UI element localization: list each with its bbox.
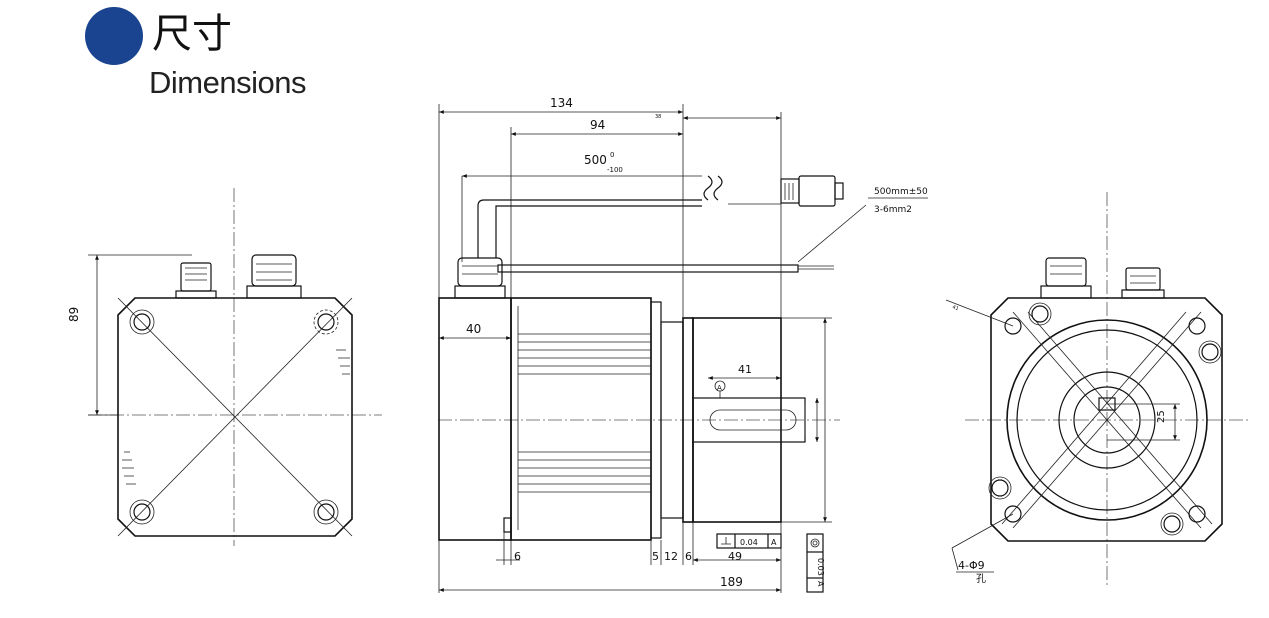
connector-glands bbox=[175, 254, 302, 299]
holes-spec: 4-Φ9 bbox=[958, 559, 985, 572]
front-connector-glands bbox=[1040, 257, 1165, 299]
dim-500-upper-tol: 0 bbox=[610, 151, 614, 159]
dim-134: 134 bbox=[550, 96, 573, 110]
side-view: 134 38 94 500 0 -100 500mm±50 3-6mm2 bbox=[438, 96, 928, 593]
section-title-cn: 尺寸 bbox=[152, 11, 232, 57]
wire-spec: 3-6mm2 bbox=[874, 205, 912, 215]
tolerance-frame-perpendicularity: 0.04 A bbox=[716, 533, 782, 549]
tol-perp-value: 0.04 bbox=[740, 538, 758, 547]
dim-189: 189 bbox=[720, 575, 743, 589]
datum-marker: A bbox=[717, 384, 722, 392]
section-bullet-icon bbox=[85, 7, 143, 65]
tol-perp-datum: A bbox=[771, 538, 777, 547]
tol-runout-datum: A bbox=[816, 581, 825, 587]
holes-spec-cn: 孔 bbox=[976, 573, 986, 585]
dim-500: 500 bbox=[584, 153, 607, 167]
front-view: 25 41 4-Φ9 孔 bbox=[945, 192, 1250, 588]
dim-5: 5 bbox=[652, 550, 659, 563]
dim-12: 12 bbox=[664, 550, 678, 563]
dim-41: 41 bbox=[738, 363, 752, 376]
front-mounting-holes bbox=[988, 302, 1222, 536]
cable-plug bbox=[780, 175, 844, 207]
dim-38: 38 bbox=[655, 114, 661, 120]
dim-25: 25 bbox=[1156, 410, 1167, 423]
section-header: 尺寸 Dimensions bbox=[0, 0, 400, 110]
cable-spec: 500mm±50 bbox=[874, 187, 928, 197]
dim-500-lower-tol: -100 bbox=[607, 166, 623, 174]
dim-height-89: 89 bbox=[67, 307, 81, 322]
side-connector-gland bbox=[454, 257, 506, 299]
dim-49: 49 bbox=[728, 550, 742, 563]
dim-40: 40 bbox=[466, 322, 481, 336]
dim-94: 94 bbox=[590, 118, 605, 132]
dim-6-right: 6 bbox=[685, 550, 692, 563]
tol-runout-value: 0.03 bbox=[816, 558, 825, 576]
back-view: 89 bbox=[67, 188, 382, 546]
tolerance-frame-runout: 0.03 A bbox=[806, 533, 825, 593]
dim-6-left: 6 bbox=[514, 550, 521, 563]
section-title-en: Dimensions bbox=[149, 65, 306, 100]
mounting-holes bbox=[129, 309, 339, 525]
dim-pcd-label: 41 bbox=[951, 304, 959, 312]
